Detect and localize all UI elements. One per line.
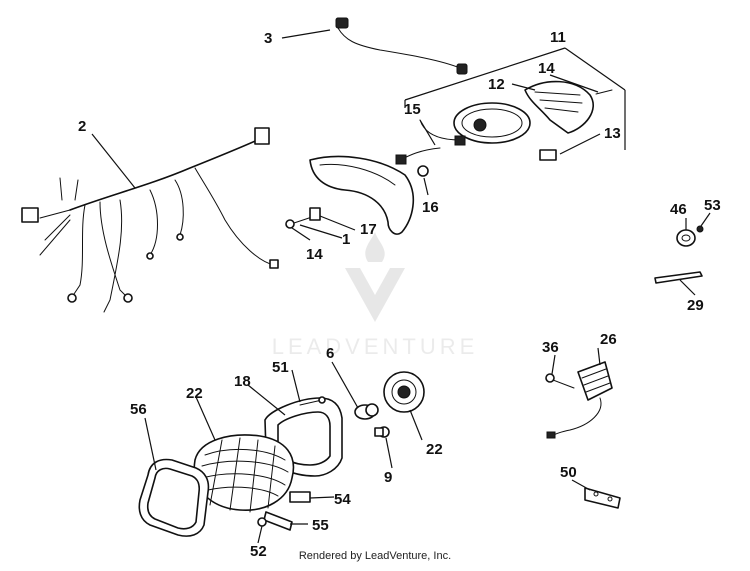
callout-14-bottom: 14 (306, 246, 323, 263)
callout-17: 17 (360, 221, 377, 238)
callout-22-right: 22 (426, 441, 443, 458)
callout-18: 18 (234, 373, 251, 390)
leader-lines (91, 29, 711, 544)
regulator-part-26 (545, 361, 613, 439)
callout-9: 9 (384, 469, 392, 486)
bolt-parts-14-17 (285, 207, 321, 229)
callout-26: 26 (600, 331, 617, 348)
callout-11: 11 (550, 29, 566, 46)
callout-12: 12 (488, 76, 505, 93)
callout-14-top: 14 (538, 60, 555, 77)
bracket-part-50 (584, 487, 621, 509)
callout-51: 51 (272, 359, 289, 376)
bulb-part-6 (354, 403, 379, 420)
callout-53: 54 (334, 491, 351, 508)
watermark-text: LEADVENTURE (272, 334, 479, 359)
callout-13: 13 (604, 125, 621, 142)
callout-54: 53 (704, 197, 721, 214)
footer-text: Rendered by LeadVenture, Inc. (298, 550, 452, 562)
callout-6: 6 (326, 345, 334, 362)
callout-2: 2 (78, 118, 86, 135)
callout-29: 29 (687, 297, 704, 314)
callout-55: 55 (312, 517, 329, 534)
taillight-assembly-part-11 (453, 80, 613, 161)
strap-part-29 (654, 271, 703, 284)
callout-15: 15 (404, 101, 421, 118)
callout-56: 56 (130, 401, 147, 418)
clip-part-55 (263, 511, 293, 531)
grommet-part-46-54 (676, 225, 704, 247)
nut-part-52 (257, 517, 267, 527)
fender-part-1 (309, 155, 429, 235)
callout-16: 16 (422, 199, 439, 216)
callout-22-left: 22 (186, 385, 203, 402)
callout-36: 36 (542, 339, 559, 356)
wire-harness-part-2 (21, 127, 279, 313)
headlight-socket-part-22 (383, 371, 425, 413)
callout-46: 46 (670, 201, 687, 218)
callout-52: 52 (250, 543, 267, 560)
screw-part-51 (299, 396, 326, 406)
cable-part-3 (335, 17, 468, 75)
bezel-part-56 (138, 458, 210, 537)
callouts: 2 3 11 14 12 15 13 16 17 1 14 46 53 29 3… (78, 29, 721, 560)
headlight-lens-part-22 (193, 434, 295, 513)
callout-1: 1 (342, 231, 350, 248)
callout-3: 3 (264, 30, 272, 47)
watermark-logo: LEADVENTURE (272, 232, 479, 359)
spring-part-53 (289, 491, 311, 503)
bulb-part-9 (374, 426, 390, 438)
callout-50: 50 (560, 464, 577, 481)
